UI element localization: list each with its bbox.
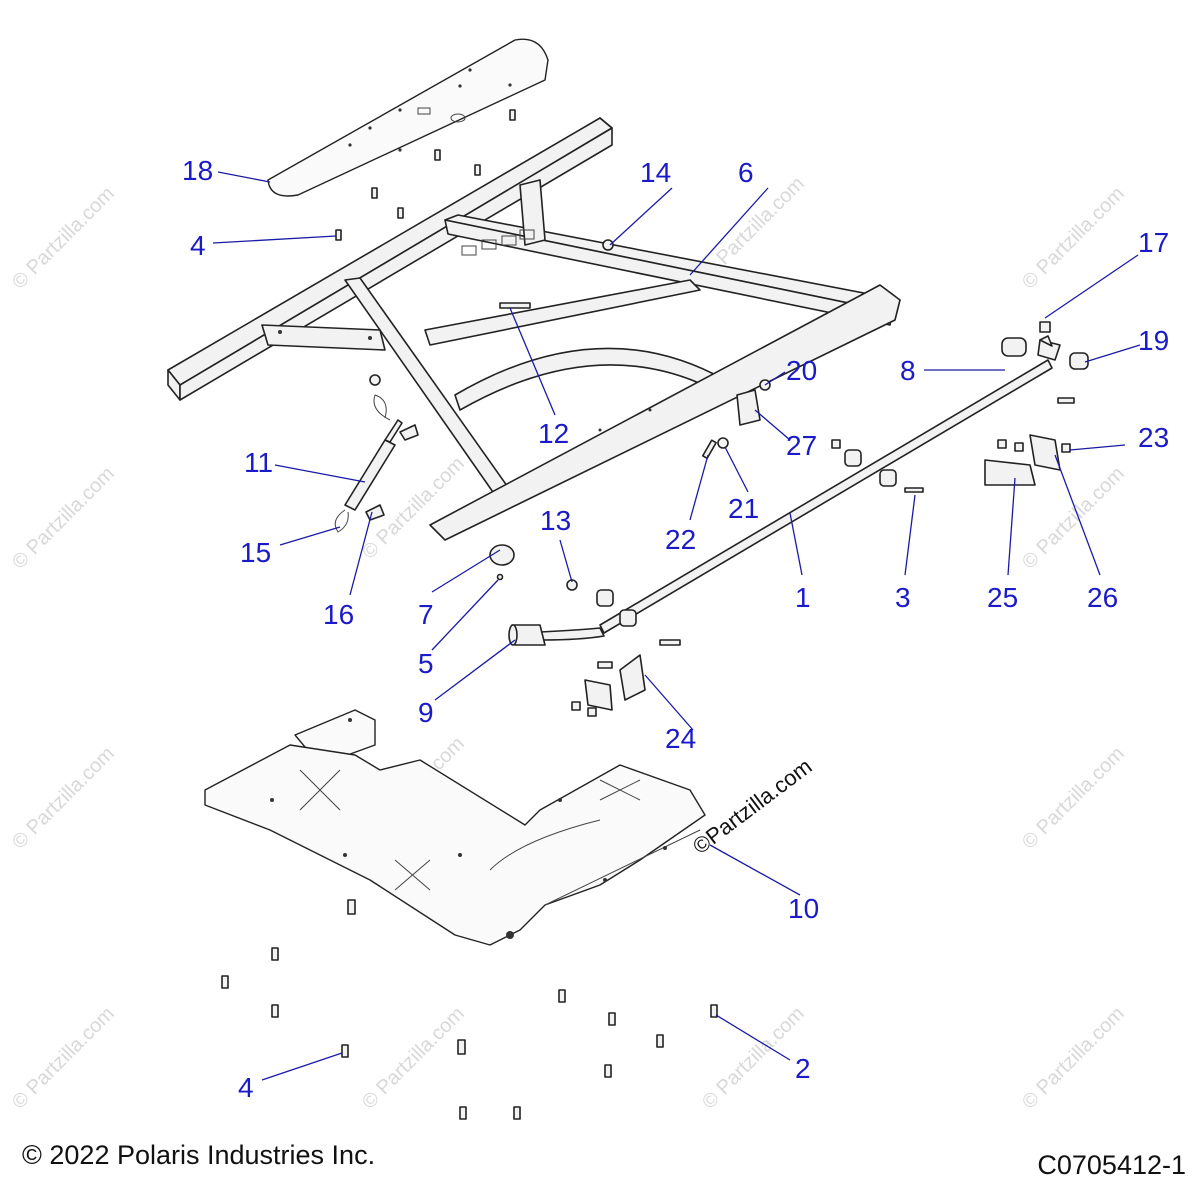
callout-12: 12: [538, 418, 569, 449]
callout-26: 26: [1087, 582, 1118, 613]
callout-14: 14: [640, 157, 671, 188]
rod-bushing: [508, 624, 546, 646]
watermark: © Partzilla.com: [698, 1003, 809, 1114]
callout-7: 7: [418, 599, 434, 630]
callout-6: 6: [738, 157, 754, 188]
drawing-code: C0705412-1: [1037, 1150, 1186, 1180]
watermark: © Partzilla.com: [1018, 1003, 1129, 1114]
callout-18: 18: [182, 155, 213, 186]
watermark: © Partzilla.com: [1018, 183, 1129, 294]
skid-plate: [204, 709, 706, 946]
callout-13: 13: [540, 505, 571, 536]
hardware-group: [369, 239, 1089, 717]
callout-20: 20: [786, 355, 817, 386]
callout-25: 25: [987, 582, 1018, 613]
watermark: © Partzilla.com: [358, 1003, 469, 1114]
top-cover-plate: [267, 38, 549, 197]
watermark: © Partzilla.com: [1018, 743, 1129, 854]
callout-27: 27: [786, 430, 817, 461]
fastener-group: [221, 109, 718, 1120]
shift-rod: [539, 359, 1053, 641]
watermark-center: ©Partzilla.com: [688, 753, 817, 859]
callout-11: 11: [244, 447, 273, 478]
callout-4-bottom: 4: [238, 1072, 254, 1103]
copyright-text: © 2022 Polaris Industries Inc.: [22, 1140, 376, 1170]
callout-9: 9: [418, 697, 434, 728]
leader-lines: [212, 171, 1141, 1081]
frame-assembly: [167, 117, 901, 541]
callout-10: 10: [788, 893, 819, 924]
watermark: © Partzilla.com: [8, 183, 119, 294]
watermark: © Partzilla.com: [8, 743, 119, 854]
watermark: © Partzilla.com: [8, 1003, 119, 1114]
callout-2: 2: [795, 1053, 811, 1084]
callout-3: 3: [895, 582, 911, 613]
callout-1: 1: [795, 582, 811, 613]
callout-24: 24: [665, 723, 696, 754]
callout-21: 21: [728, 493, 759, 524]
callout-22: 22: [665, 524, 696, 555]
callout-16: 16: [323, 599, 354, 630]
watermark: © Partzilla.com: [8, 463, 119, 574]
callout-5: 5: [418, 648, 434, 679]
callout-15: 15: [240, 537, 271, 568]
callout-8: 8: [900, 355, 916, 386]
callout-17: 17: [1138, 227, 1169, 258]
callout-4-top: 4: [190, 230, 206, 261]
watermark: © Partzilla.com: [1018, 463, 1129, 574]
callout-labels: 18 4 14 6 17 19 8 20 12 23 11 27 21 13 2…: [182, 155, 1169, 1103]
callout-23: 23: [1138, 422, 1169, 453]
gas-strut: [334, 394, 419, 533]
callout-19: 19: [1138, 325, 1169, 356]
